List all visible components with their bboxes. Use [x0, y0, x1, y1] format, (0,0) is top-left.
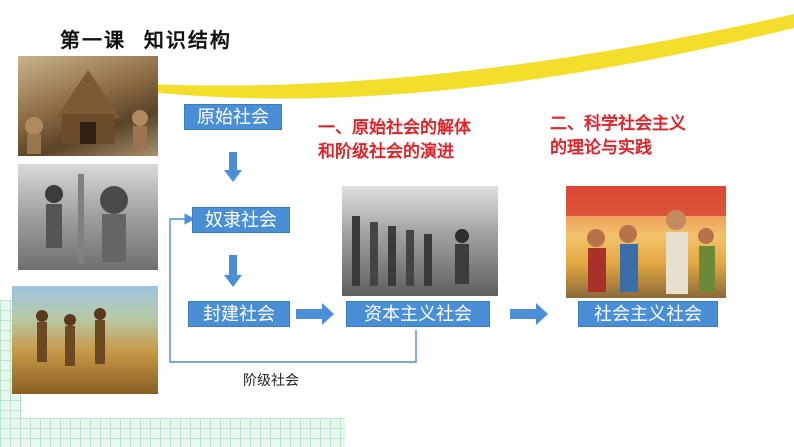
class-society-loop-line	[169, 213, 417, 363]
primitive-society-image	[18, 56, 158, 156]
slaves-illustration	[45, 174, 128, 264]
slave-society-image	[18, 164, 158, 270]
people-illustration	[566, 186, 726, 294]
white-arc	[150, 0, 794, 86]
yellow-arc	[150, 14, 794, 99]
section-one-heading: 一、原始社会的解体 和阶级社会的演进	[318, 116, 518, 164]
socialist-society-image	[566, 186, 726, 298]
node-primitive-society: 原始社会	[184, 104, 282, 130]
farmers-illustration	[36, 308, 106, 366]
arrow-down-2	[224, 255, 242, 287]
factory-illustration	[352, 216, 469, 286]
node-slave-society: 奴隶社会	[192, 207, 290, 233]
bottom-grid-pattern	[0, 418, 345, 447]
section-two-line-1: 二、科学社会主义	[550, 114, 686, 134]
feudal-society-image	[12, 286, 158, 394]
hut-illustration	[25, 70, 148, 154]
class-society-label: 阶级社会	[243, 373, 299, 389]
capitalist-society-image	[342, 186, 498, 296]
section-two-line-2: 的理论与实践	[550, 138, 652, 158]
arrow-right-1	[296, 303, 334, 325]
section-two-heading: 二、科学社会主义 的理论与实践	[550, 112, 750, 160]
arrow-right-2	[510, 303, 548, 325]
node-feudal-society: 封建社会	[188, 301, 290, 327]
section-one-line-2: 和阶级社会的演进	[318, 142, 454, 162]
section-one-line-1: 一、原始社会的解体	[318, 118, 471, 138]
arrow-down-1	[224, 152, 242, 182]
node-capitalist-society: 资本主义社会	[346, 301, 490, 327]
node-socialist-society: 社会主义社会	[578, 301, 718, 327]
page-title: 第一课 知识结构	[60, 28, 232, 52]
